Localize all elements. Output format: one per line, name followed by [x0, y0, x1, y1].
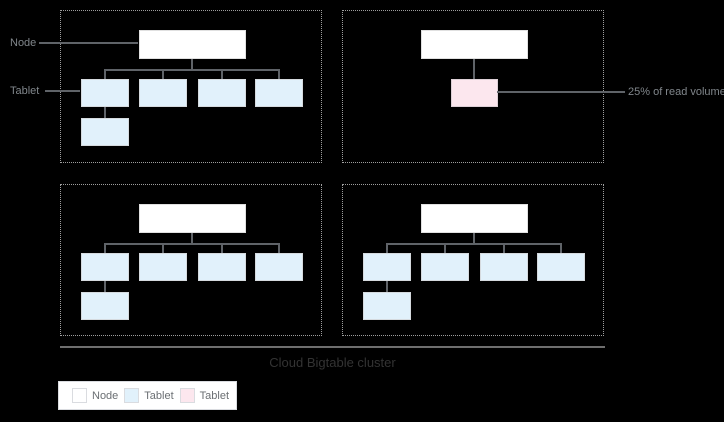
tablet-box	[255, 79, 303, 107]
connector-line	[162, 69, 164, 79]
connector-line	[386, 243, 562, 245]
tablet-box	[480, 253, 528, 281]
connector-line	[278, 243, 280, 253]
node-box	[139, 30, 246, 59]
node-group-2	[342, 10, 604, 163]
connector-line	[221, 69, 223, 79]
legend: Node Tablet Tablet	[58, 381, 237, 410]
legend-label: Tablet	[144, 389, 174, 402]
leader-line	[497, 91, 625, 93]
legend-item-hot-tablet: Tablet	[179, 388, 230, 403]
connector-line	[104, 69, 106, 79]
connector-line	[104, 107, 106, 118]
tablet-box	[81, 79, 129, 107]
node-swatch	[72, 388, 87, 403]
hot-tablet-box	[451, 79, 498, 107]
node-group-3	[60, 184, 322, 336]
tablet-box	[198, 253, 246, 281]
connector-line	[104, 243, 106, 253]
tablet-box	[255, 253, 303, 281]
tablet-box	[363, 292, 411, 320]
connector-line	[104, 69, 280, 71]
connector-line	[444, 243, 446, 253]
connector-line	[386, 243, 388, 253]
connector-line	[473, 59, 475, 79]
read-volume-annotation: 25% of read volume	[628, 86, 724, 98]
tablet-box	[139, 79, 187, 107]
tablet-box	[198, 79, 246, 107]
cluster-caption: Cloud Bigtable cluster	[269, 355, 396, 370]
connector-line	[221, 243, 223, 253]
connector-line	[278, 69, 280, 79]
connector-line	[104, 243, 280, 245]
node-box	[421, 30, 528, 59]
tablet-box	[363, 253, 411, 281]
connector-line	[191, 59, 193, 70]
connector-line	[191, 233, 193, 244]
connector-line	[386, 281, 388, 292]
connector-line	[162, 243, 164, 253]
connector-line	[104, 281, 106, 292]
cluster-divider-line	[60, 346, 605, 348]
tablet-swatch	[124, 388, 140, 403]
node-label: Node	[10, 37, 37, 49]
tablet-box	[81, 118, 129, 146]
connector-line	[503, 243, 505, 253]
hot-tablet-swatch	[179, 388, 195, 403]
node-group-1	[60, 10, 322, 163]
tablet-box	[421, 253, 469, 281]
tablet-label: Tablet	[10, 85, 40, 97]
legend-label: Tablet	[199, 389, 230, 402]
tablet-box	[81, 292, 129, 320]
node-box	[139, 204, 246, 233]
node-group-4	[342, 184, 604, 336]
connector-line	[560, 243, 562, 253]
node-box	[421, 204, 528, 233]
legend-label: Node	[92, 389, 119, 402]
leader-line	[45, 90, 80, 92]
tablet-box	[139, 253, 187, 281]
connector-line	[473, 233, 475, 244]
legend-item-node: Node	[72, 388, 118, 403]
leader-line	[39, 42, 138, 44]
legend-item-tablet: Tablet	[124, 388, 174, 403]
tablet-box	[537, 253, 585, 281]
tablet-box	[81, 253, 129, 281]
